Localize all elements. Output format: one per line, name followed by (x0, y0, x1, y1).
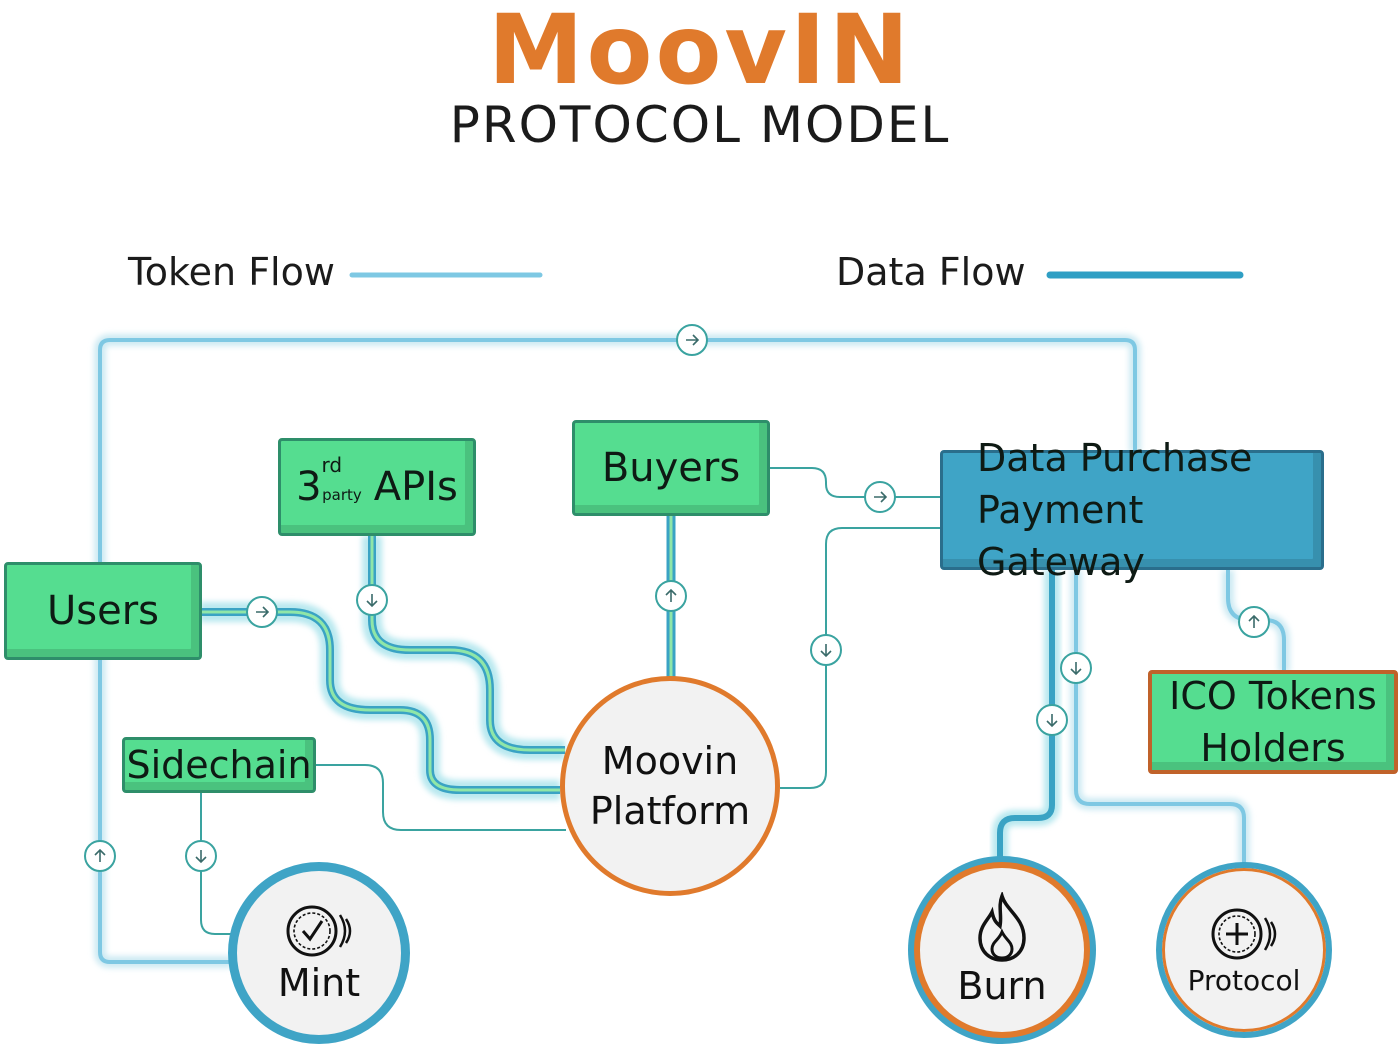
ico-line1: ICO Tokens (1169, 674, 1377, 718)
gateway-line2: Payment Gateway (977, 488, 1145, 584)
node-ico-tokens-holders: ICO Tokens Holders (1148, 670, 1398, 774)
apis-to-platform-flow (362, 536, 565, 760)
gateway-to-burn-flow (992, 570, 1060, 866)
node-buyers-label: Buyers (601, 445, 741, 491)
legend-data-flow-label: Data Flow (836, 250, 1026, 294)
gateway-line1: Data Purchase (977, 436, 1253, 480)
apis-label: APIs (373, 464, 458, 510)
ico-line2: Holders (1200, 726, 1346, 770)
sidechain-to-platform-link (315, 764, 566, 831)
node-burn-label: Burn (957, 964, 1047, 1008)
buyers-to-gateway-link (770, 467, 940, 498)
flame-icon (978, 892, 1026, 962)
node-users: Users (4, 562, 202, 660)
apis-number: 3 (296, 464, 322, 510)
arrow-down-icon (356, 584, 388, 616)
node-burn: Burn (914, 862, 1090, 1038)
arrow-down-icon (810, 634, 842, 666)
page-subtitle: PROTOCOL MODEL (449, 96, 951, 154)
node-mint: Mint (228, 862, 410, 1044)
arrow-right-icon (864, 481, 896, 513)
arrow-right-icon (676, 324, 708, 356)
arrow-down-icon (1036, 704, 1068, 736)
sidechain-to-mint-link (200, 793, 240, 935)
node-moovin-platform: Moovin Platform (560, 676, 780, 896)
legend-token-flow-label: Token Flow (128, 250, 335, 294)
arrow-up-icon (1238, 606, 1270, 638)
coin-check-icon (286, 905, 352, 957)
node-sidechain-label: Sidechain (126, 743, 312, 787)
platform-line1: Moovin (601, 739, 739, 783)
arrow-down-icon (1060, 652, 1092, 684)
node-protocol: Protocol (1156, 862, 1332, 1038)
node-mint-label: Mint (277, 961, 361, 1005)
brand-logo-title: MoovIN (487, 0, 913, 106)
users-to-platform-flow (200, 602, 560, 800)
token-flow-outer-loop (94, 334, 1141, 968)
node-sidechain: Sidechain (122, 737, 316, 793)
apis-superscript: rd (321, 453, 343, 477)
node-users-label: Users (46, 588, 159, 634)
node-buyers: Buyers (572, 420, 770, 516)
gateway-to-platform-link (780, 527, 940, 789)
platform-line2: Platform (589, 789, 751, 833)
node-protocol-label: Protocol (1187, 963, 1301, 997)
arrow-right-icon (246, 596, 278, 628)
arrow-up-icon (84, 840, 116, 872)
coin-plus-icon (1211, 908, 1277, 959)
apis-subscript: party (322, 486, 362, 504)
arrow-down-icon (185, 840, 217, 872)
arrow-up-icon (655, 580, 687, 612)
node-payment-gateway: Data Purchase Payment Gateway (940, 436, 1324, 584)
gateway-to-protocol-flow (1070, 570, 1250, 866)
